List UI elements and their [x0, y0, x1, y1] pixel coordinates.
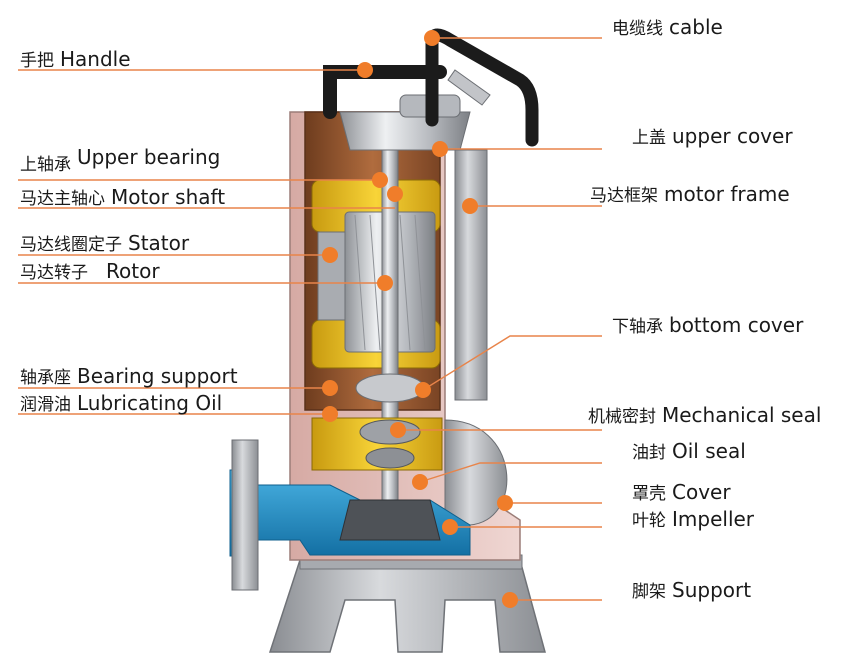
marker-upper-bearing — [372, 172, 388, 188]
label-motor-shaft-cn: 马达主轴心 — [20, 189, 105, 209]
label-upper-bearing: 上轴承 Upper bearing — [20, 146, 220, 176]
marker-mechanical-seal — [390, 422, 406, 438]
label-stator: 马达线圈定子 Stator — [20, 232, 189, 256]
marker-lubricating-oil — [322, 406, 338, 422]
label-impeller: 叶轮 Impeller — [632, 508, 754, 532]
marker-stator — [322, 247, 338, 263]
label-upper-cover: 上盖 upper cover — [632, 125, 793, 149]
marker-upper-cover — [432, 141, 448, 157]
label-cover: 罩壳 Cover — [632, 481, 731, 505]
label-motor-shaft: 马达主轴心 Motor shaft — [20, 186, 225, 210]
label-bearing-support-cn: 轴承座 — [20, 368, 71, 388]
label-bearing-support-en: Bearing support — [77, 364, 238, 388]
marker-cover — [497, 495, 513, 511]
impeller-shape — [339, 499, 441, 541]
label-handle-cn: 手把 — [20, 51, 54, 71]
label-lubricating-oil: 润滑油 Lubricating Oil — [20, 392, 222, 416]
marker-oil-seal — [412, 474, 428, 490]
label-lubricating-oil-cn: 润滑油 — [20, 395, 71, 415]
label-support: 脚架 Support — [632, 579, 751, 603]
label-motor-frame: 马达框架 motor frame — [590, 183, 790, 207]
handle-bar — [323, 65, 447, 119]
label-rotor-en: Rotor — [106, 259, 160, 283]
label-lubricating-oil-en: Lubricating Oil — [77, 391, 223, 415]
label-oil-seal: 油封 Oil seal — [632, 440, 746, 464]
discharge-flange — [231, 439, 259, 591]
leader-lines — [18, 37, 602, 601]
marker-dots — [322, 30, 518, 608]
label-upper-bearing-en: Upper bearing — [77, 145, 221, 169]
label-cover-en: Cover — [672, 480, 731, 504]
label-handle: 手把 Handle — [20, 48, 131, 72]
label-rotor: 马达转子 Rotor — [20, 260, 160, 284]
marker-cable — [424, 30, 440, 46]
label-mechanical-seal-en: Mechanical seal — [662, 403, 822, 427]
label-bearing-support: 轴承座 Bearing support — [20, 365, 238, 389]
label-rotor-cn: 马达转子 — [20, 263, 88, 283]
label-handle-en: Handle — [60, 47, 131, 71]
label-support-en: Support — [672, 578, 752, 602]
label-upper-cover-cn: 上盖 — [632, 128, 666, 148]
label-bottom-cover: 下轴承 bottom cover — [612, 314, 803, 338]
label-cable-en: cable — [669, 15, 723, 39]
label-bottom-cover-cn: 下轴承 — [612, 317, 663, 337]
marker-motor-frame — [462, 198, 478, 214]
upper-cover — [339, 111, 471, 151]
marker-motor-shaft — [387, 186, 403, 202]
label-upper-cover-en: upper cover — [672, 124, 793, 148]
label-stator-cn: 马达线圈定子 — [20, 235, 122, 255]
marker-handle — [357, 62, 373, 78]
label-motor-frame-en: motor frame — [664, 182, 790, 206]
label-cable: 电缆线 cable — [612, 16, 723, 40]
label-motor-shaft-en: Motor shaft — [111, 185, 226, 209]
marker-bearing-support — [322, 380, 338, 396]
label-oil-seal-cn: 油封 — [632, 443, 666, 463]
label-stator-en: Stator — [128, 231, 190, 255]
label-cable-cn: 电缆线 — [612, 19, 663, 39]
marker-bottom-cover — [415, 382, 431, 398]
volute-cover — [444, 419, 508, 526]
marker-rotor — [377, 275, 393, 291]
marker-impeller — [442, 519, 458, 535]
label-mechanical-seal-cn: 机械密封 — [588, 407, 656, 427]
marker-support — [502, 592, 518, 608]
label-oil-seal-en: Oil seal — [672, 439, 746, 463]
label-cover-cn: 罩壳 — [632, 484, 666, 504]
label-mechanical-seal: 机械密封 Mechanical seal — [588, 404, 821, 428]
pump-illustration — [229, 28, 546, 653]
label-impeller-cn: 叶轮 — [632, 511, 666, 531]
label-motor-frame-cn: 马达框架 — [590, 186, 658, 206]
label-support-cn: 脚架 — [632, 582, 666, 602]
motor-frame-tube — [454, 149, 488, 401]
label-upper-bearing-cn: 上轴承 — [20, 155, 71, 175]
label-bottom-cover-en: bottom cover — [669, 313, 804, 337]
label-impeller-en: Impeller — [672, 507, 755, 531]
